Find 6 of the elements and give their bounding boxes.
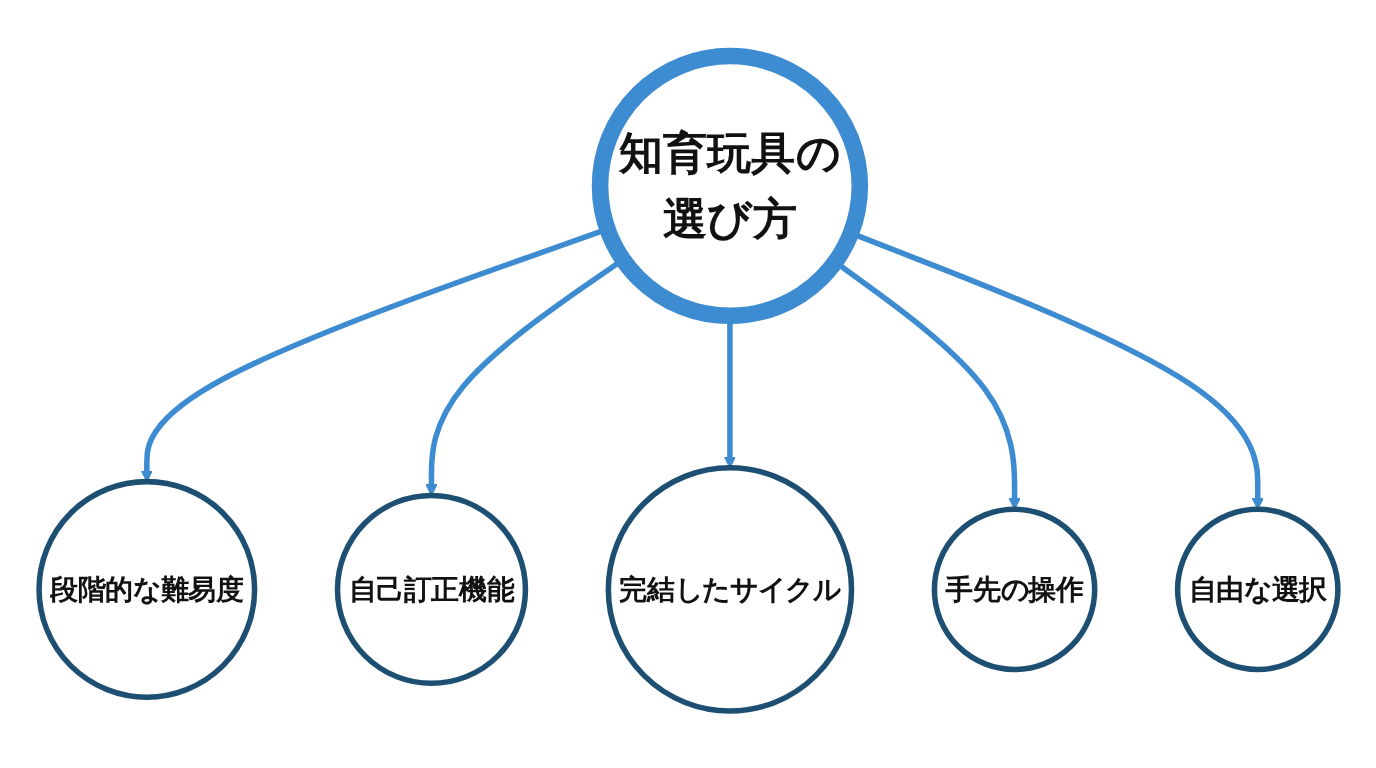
- node-circle: 完結したサイクル: [605, 465, 854, 715]
- node-circle: 手先の操作: [931, 506, 1097, 673]
- node-circle: 段階的な難易度: [35, 479, 257, 701]
- node-circle: 自由な選択: [1174, 506, 1341, 673]
- node-circle: 知育玩具の選び方: [591, 48, 868, 325]
- node-circle: 自己訂正機能: [334, 493, 528, 687]
